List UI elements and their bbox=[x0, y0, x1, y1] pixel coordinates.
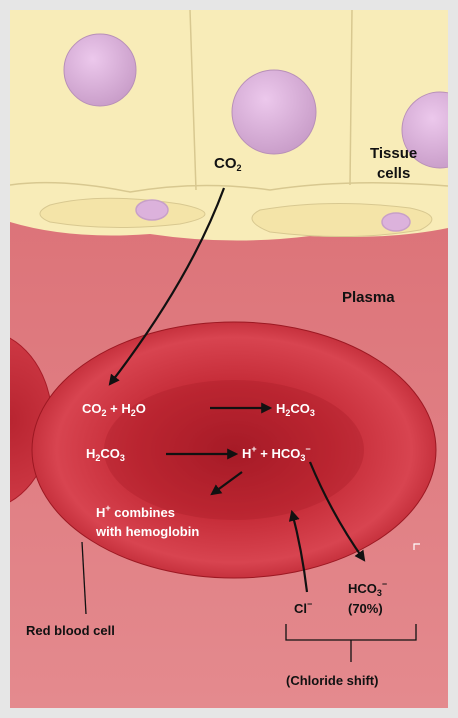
nucleus bbox=[135, 199, 169, 221]
label-hco3-out: HCO3− (70%) bbox=[348, 579, 388, 616]
cl-in-arrow bbox=[288, 509, 309, 593]
label-chloride-shift: (Chloride shift) bbox=[286, 673, 379, 688]
nucleus bbox=[231, 69, 317, 155]
label-plasma: Plasma bbox=[342, 289, 395, 306]
diagram-artwork bbox=[10, 10, 448, 708]
label-tissue-cells: Tissue cells bbox=[370, 145, 418, 183]
label-red-blood-cell: Red blood cell bbox=[26, 623, 115, 638]
rbc-pointer-line bbox=[81, 541, 87, 615]
nucleus bbox=[381, 212, 411, 232]
label-eq1-reactants: CO2 + H2O bbox=[82, 401, 146, 418]
label-eq1-product: H2CO3 bbox=[276, 401, 315, 418]
tissue-cells bbox=[10, 10, 448, 241]
corner-mark bbox=[413, 543, 420, 550]
arrows bbox=[108, 187, 366, 593]
nucleus bbox=[63, 33, 137, 107]
hco3-out-arrow bbox=[308, 461, 366, 562]
label-eq2-products: H+ + HCO3− bbox=[242, 444, 311, 463]
co2-diffusion-arrow bbox=[108, 187, 226, 386]
nucleus bbox=[401, 91, 448, 169]
h-to-hemoglobin-arrow bbox=[210, 471, 243, 496]
diagram-frame: CO2 Tissue cells Plasma CO2 + H2O H2CO3 … bbox=[10, 10, 448, 708]
label-cl-in: Cl− bbox=[294, 599, 313, 616]
label-h-combines-hemoglobin: H+ combines with hemoglobin bbox=[96, 503, 200, 539]
label-co2-tissue: CO2 bbox=[214, 155, 242, 173]
label-eq2-reactant: H2CO3 bbox=[86, 446, 125, 463]
chloride-shift-bracket bbox=[285, 624, 417, 662]
